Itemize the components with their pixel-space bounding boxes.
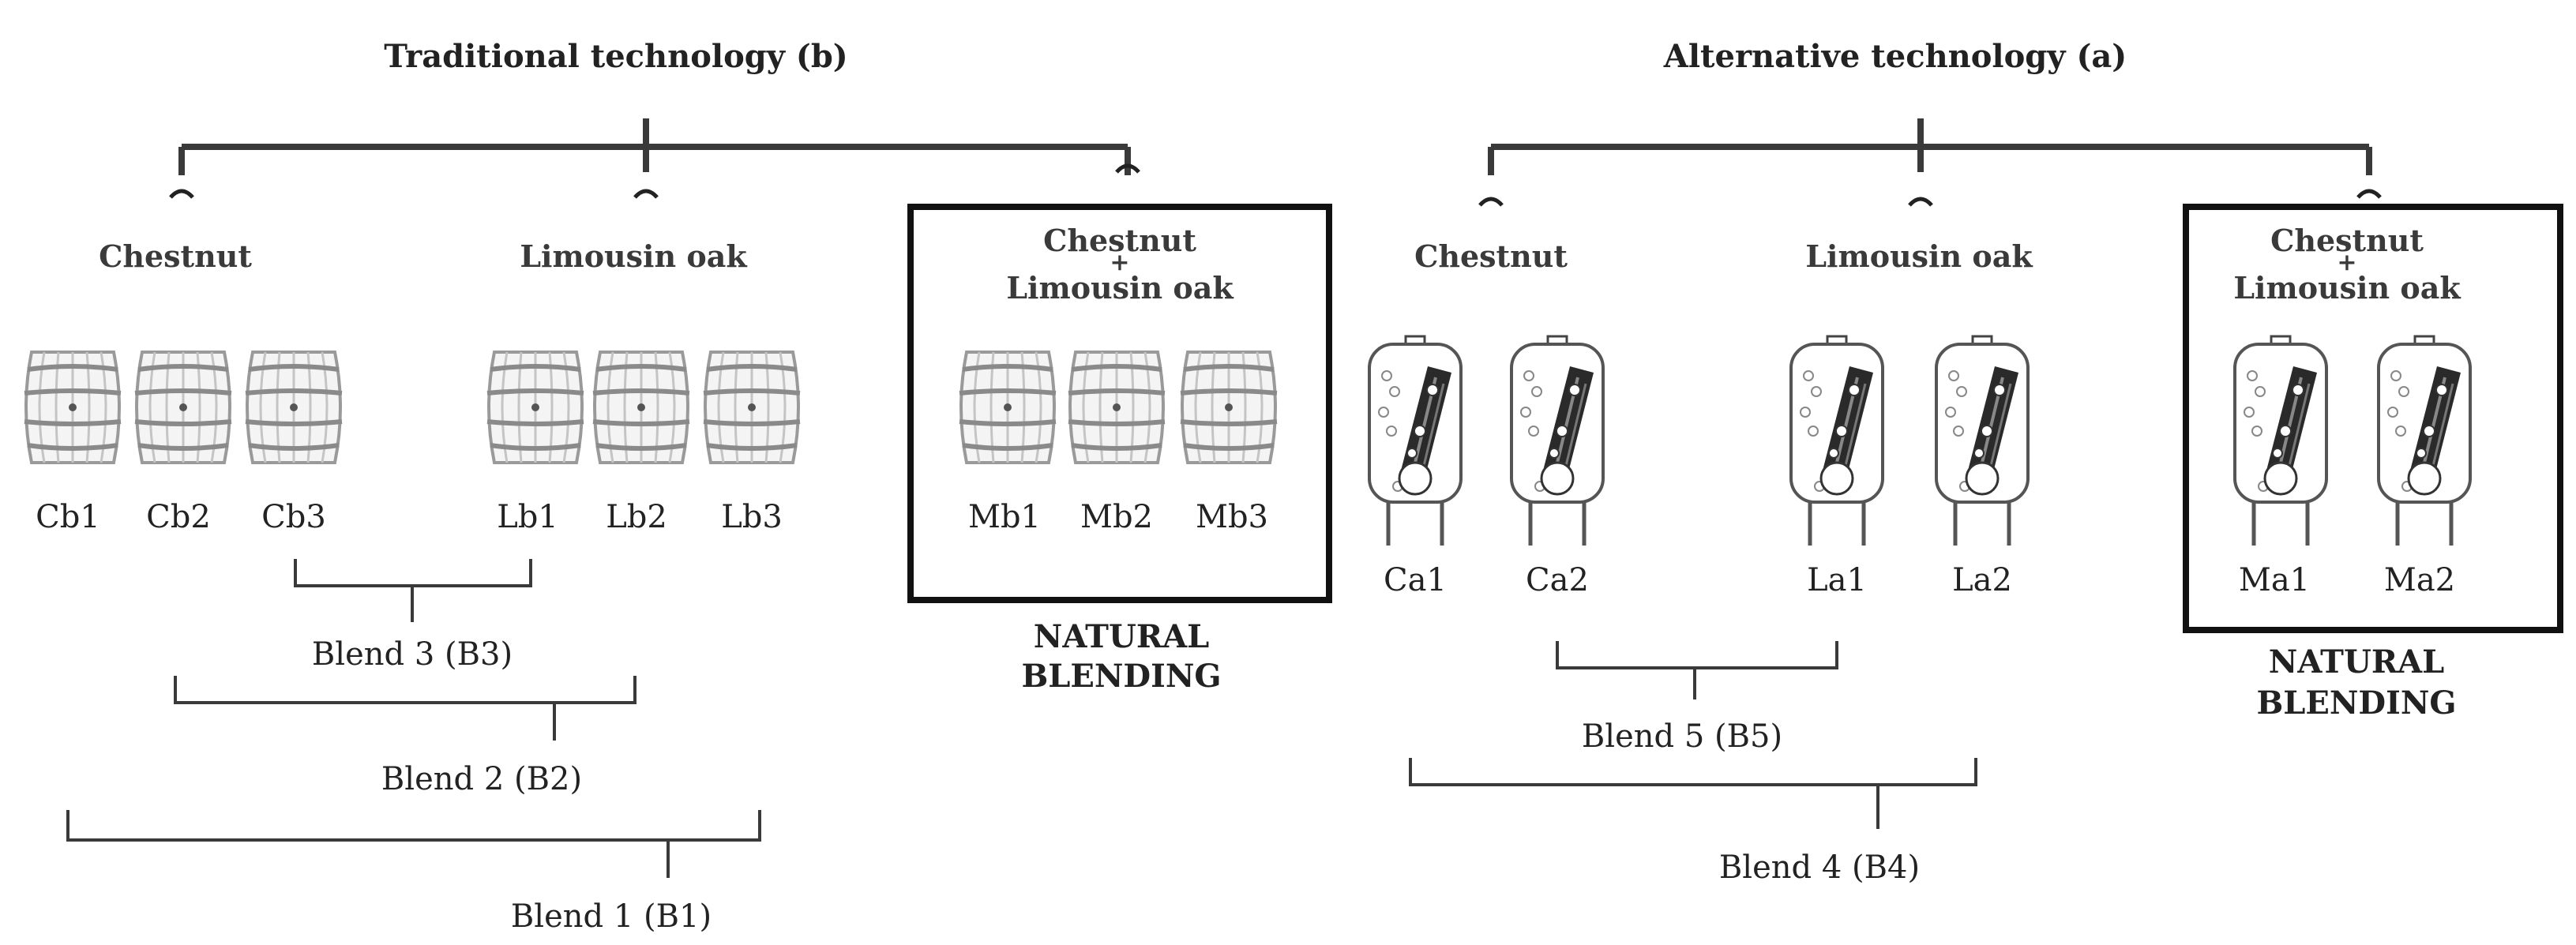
traditional-tree-caps xyxy=(169,163,1140,199)
barrel-label-lb2: Lb2 xyxy=(606,499,667,535)
tank-icon-ca1 xyxy=(1369,336,1461,546)
tank-label-ma2: Ma2 xyxy=(2384,562,2455,598)
tank-icon-ca2 xyxy=(1511,336,1603,546)
blend-1-label: Blend 1 (B1) xyxy=(511,898,712,935)
barrel-label-mb3: Mb3 xyxy=(1196,499,1268,535)
tank-icon-ma2 xyxy=(2379,336,2470,546)
barrel-icon-mb1 xyxy=(959,352,1056,463)
blend-2-label: Blend 2 (B2) xyxy=(381,761,582,797)
trad-natural-blending-box xyxy=(907,204,1332,603)
alt-mixed-top-label: Chestnut xyxy=(2270,223,2424,258)
barrel-icon-lb1 xyxy=(487,352,584,463)
blend-4-label: Blend 4 (B4) xyxy=(1719,849,1920,886)
trad-mixed-bottom-label: Limousin oak xyxy=(1006,270,1234,306)
trad-chestnut-label: Chestnut xyxy=(99,238,252,274)
blend-3-label: Blend 3 (B3) xyxy=(312,636,513,673)
barrel-icon-cb2 xyxy=(135,352,231,463)
barrel-icon-cb3 xyxy=(246,352,342,463)
alternative-tree-caps xyxy=(1478,189,2382,207)
traditional-tree xyxy=(178,118,1131,175)
alt-chestnut-label: Chestnut xyxy=(1414,238,1568,274)
barrel-label-lb1: Lb1 xyxy=(497,499,558,535)
barrel-label-mb2: Mb2 xyxy=(1080,499,1153,535)
barrel-icon-cb1 xyxy=(24,352,121,463)
barrel-label-cb1: Cb1 xyxy=(36,499,100,535)
trad-natural-label: NATURAL xyxy=(1034,618,1209,655)
alt-mixed-bottom-label: Limousin oak xyxy=(2233,270,2461,306)
tank-icon-la2 xyxy=(1936,336,2028,546)
blend-5-label: Blend 5 (B5) xyxy=(1582,718,1782,755)
alt-mixed-plus: + xyxy=(2337,249,2356,276)
barrel-icon-lb2 xyxy=(593,352,689,463)
tank-label-ma1: Ma1 xyxy=(2239,562,2310,598)
alt-natural-blending-box xyxy=(2183,204,2563,633)
alternative-tree xyxy=(1488,118,2372,175)
alternative-title: Alternative technology (a) xyxy=(1663,38,2127,75)
barrel-label-lb3: Lb3 xyxy=(721,499,783,535)
blend-2-bracket xyxy=(174,676,636,741)
tank-label-la2: La2 xyxy=(1952,562,2012,598)
barrel-label-mb1: Mb1 xyxy=(968,499,1041,535)
barrel-icon-lb3 xyxy=(704,352,800,463)
trad-oak-label: Limousin oak xyxy=(520,238,747,274)
alt-natural-label: NATURAL xyxy=(2269,643,2444,681)
traditional-title: Traditional technology (b) xyxy=(384,38,847,75)
barrel-icon-mb3 xyxy=(1181,352,1277,463)
blend-5-bracket xyxy=(1556,641,1838,699)
tank-label-ca2: Ca2 xyxy=(1526,562,1589,598)
tank-icon-la1 xyxy=(1791,336,1883,546)
blend-1-bracket xyxy=(66,810,761,878)
blend-4-bracket xyxy=(1409,758,1977,829)
alt-blending-label: BLENDING xyxy=(2256,684,2456,722)
barrel-icon-mb2 xyxy=(1068,352,1165,463)
barrel-label-cb3: Cb3 xyxy=(261,499,326,535)
tank-icon-ma1 xyxy=(2235,336,2326,546)
alt-oak-label: Limousin oak xyxy=(1805,238,2033,274)
tank-label-ca1: Ca1 xyxy=(1384,562,1447,598)
blend-3-bracket xyxy=(294,559,532,622)
tank-label-la1: La1 xyxy=(1807,562,1867,598)
barrel-label-cb2: Cb2 xyxy=(146,499,211,535)
trad-mixed-top-label: Chestnut xyxy=(1043,223,1196,258)
trad-blending-label: BLENDING xyxy=(1021,658,1221,695)
trad-mixed-plus: + xyxy=(1110,249,1129,276)
